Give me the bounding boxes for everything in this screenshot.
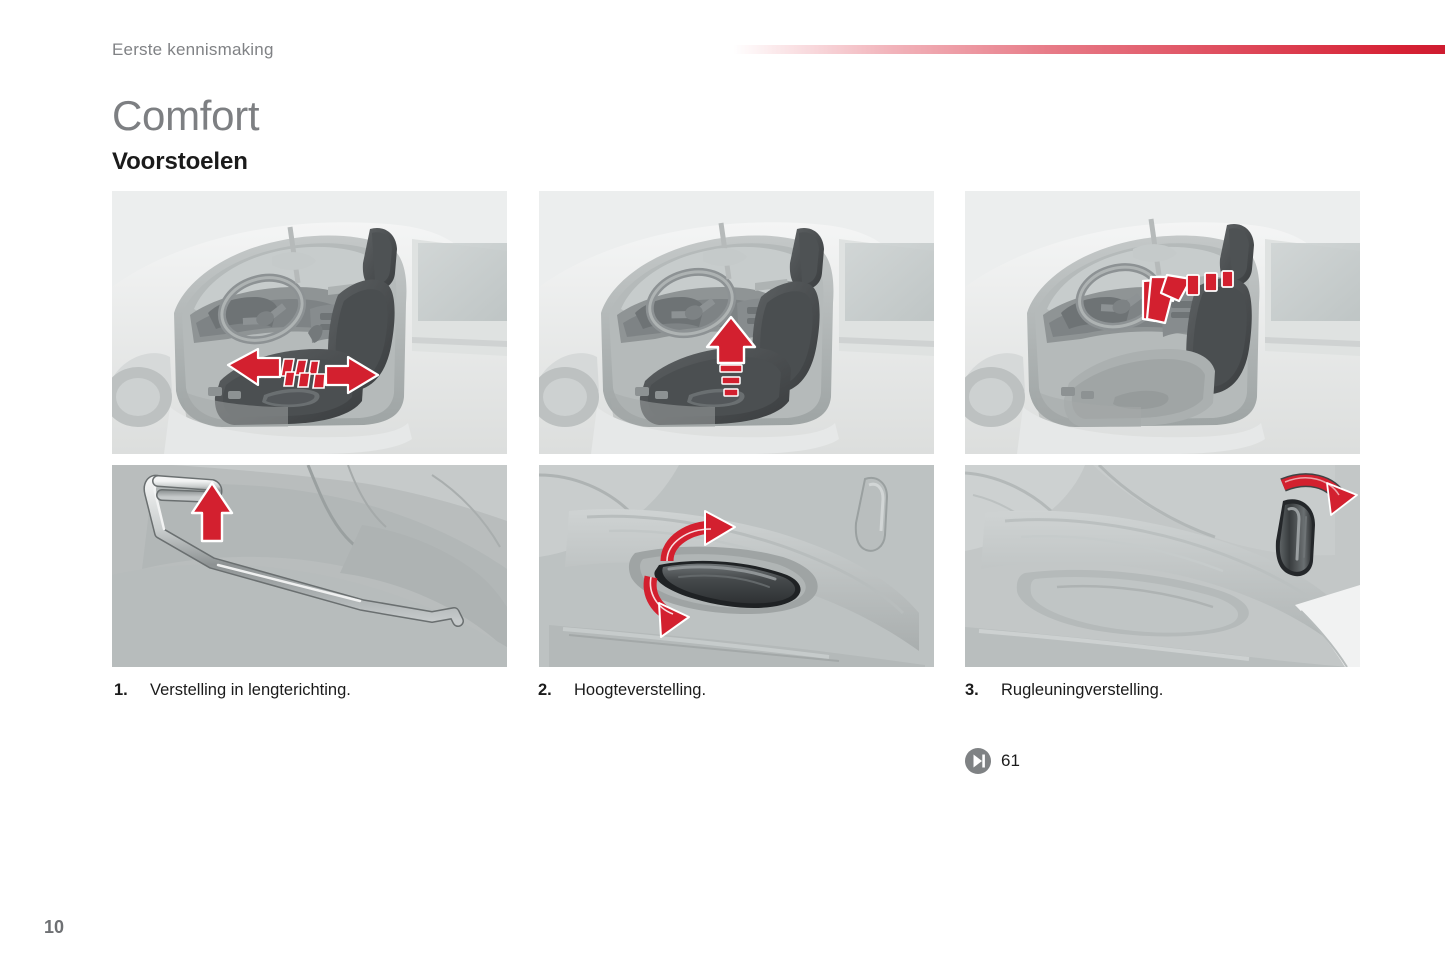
figure-caption-1-number: 1. — [114, 681, 128, 699]
red-arrow-recline — [1141, 270, 1234, 325]
folio-page-number: 10 — [44, 917, 65, 937]
figure-caption-2-text: Hoogteverstelling. — [574, 681, 707, 699]
page-title: Comfort — [112, 92, 260, 139]
red-arrows-lever-up-down — [643, 510, 736, 638]
figure-backrest-recline-adjustment — [965, 191, 1360, 454]
figure-seat-height-adjustment — [539, 191, 934, 454]
figure-seat-fore-aft-adjustment — [112, 191, 507, 454]
red-curved-arrow-recline — [1280, 473, 1358, 516]
figure-seat-height-lever — [539, 465, 934, 667]
figure-caption-2-number: 2. — [538, 681, 552, 699]
figure-caption-3: 3. Rugleuningverstelling. — [965, 681, 1163, 700]
section-title: Voorstoelen — [112, 148, 248, 175]
seat-height-lever — [654, 560, 801, 608]
figure-caption-1-text: Verstelling in lengterichting. — [150, 681, 351, 699]
figure-recline-knob — [965, 465, 1360, 667]
figure-caption-3-number: 3. — [965, 681, 979, 699]
skip-forward-icon — [965, 748, 991, 774]
red-arrow-fore-aft — [226, 347, 380, 395]
figure-caption-2: 2. Hoogteverstelling. — [538, 681, 706, 700]
running-head: Eerste kennismaking — [112, 40, 274, 59]
red-arrow-up — [705, 315, 757, 397]
figure-caption-3-text: Rugleuningverstelling. — [1001, 681, 1164, 699]
red-arrow-up — [190, 481, 234, 543]
recline-knob — [1275, 499, 1315, 577]
figure-seat-rail-release-bar — [112, 465, 507, 667]
header-rule — [733, 45, 1445, 54]
figure-caption-1: 1. Verstelling in lengterichting. — [114, 681, 351, 700]
page-reference-number: 61 — [1001, 751, 1020, 770]
page-reference[interactable]: 61 — [965, 748, 1020, 774]
